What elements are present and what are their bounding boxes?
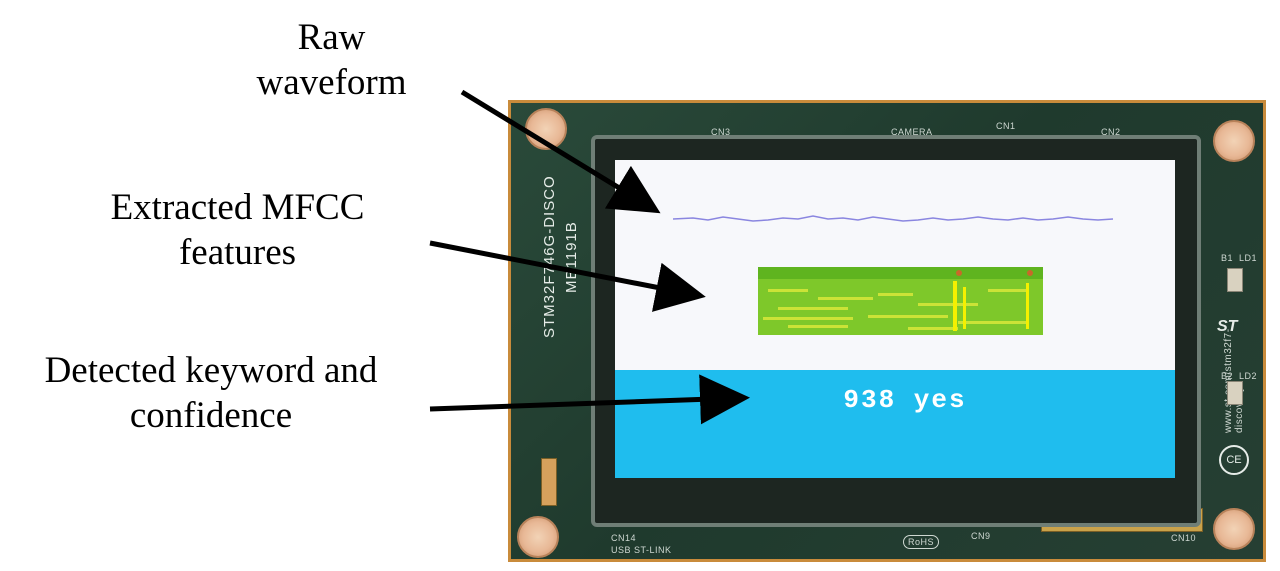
result-bar: 938 yes	[615, 370, 1175, 478]
mfcc-heatmap	[758, 267, 1043, 335]
discovery-board: CN3 CAMERA CN1 CN2 CN14 USB ST-LINK RoHS…	[508, 100, 1266, 562]
ce-mark-icon: CE	[1219, 445, 1249, 475]
silk-cn9: CN9	[971, 531, 991, 541]
raw-waveform-label: Raw waveform	[256, 17, 407, 103]
mfcc-features-label: Extracted MFCC features	[110, 187, 365, 273]
silk-camera: CAMERA	[891, 127, 933, 137]
rohs-badge: RoHS	[903, 535, 940, 549]
board-model-label: STM32F746G-DISCO	[541, 175, 558, 338]
silk-cn1: CN1	[996, 121, 1016, 131]
lcd-screen: 938 yes	[615, 160, 1175, 478]
board-id-label: MB1191B	[563, 221, 580, 293]
detected-keyword-text: 938 yes	[843, 385, 967, 415]
silk-ld1: LD1	[1239, 253, 1258, 263]
pin-header	[541, 458, 557, 506]
raw-waveform-plot	[673, 215, 1113, 222]
mounting-hole	[517, 516, 559, 558]
silk-cn14: CN14	[611, 533, 637, 543]
mounting-hole	[1213, 508, 1255, 550]
silk-b2: B2	[1221, 371, 1234, 381]
silk-cn2: CN2	[1101, 127, 1121, 137]
reset-button[interactable]	[1227, 381, 1243, 405]
detected-keyword-label: Detected keyword and confidence	[44, 350, 378, 436]
silk-b1: B1	[1221, 253, 1234, 263]
silk-ld2: LD2	[1239, 371, 1258, 381]
silk-cn3: CN3	[711, 127, 731, 137]
silk-cn10: CN10	[1171, 533, 1197, 543]
st-logo-icon: ST	[1217, 318, 1238, 335]
mounting-hole	[525, 108, 567, 150]
mounting-hole	[1213, 120, 1255, 162]
user-button[interactable]	[1227, 268, 1243, 292]
silk-usb-stlink: USB ST-LINK	[611, 545, 672, 555]
